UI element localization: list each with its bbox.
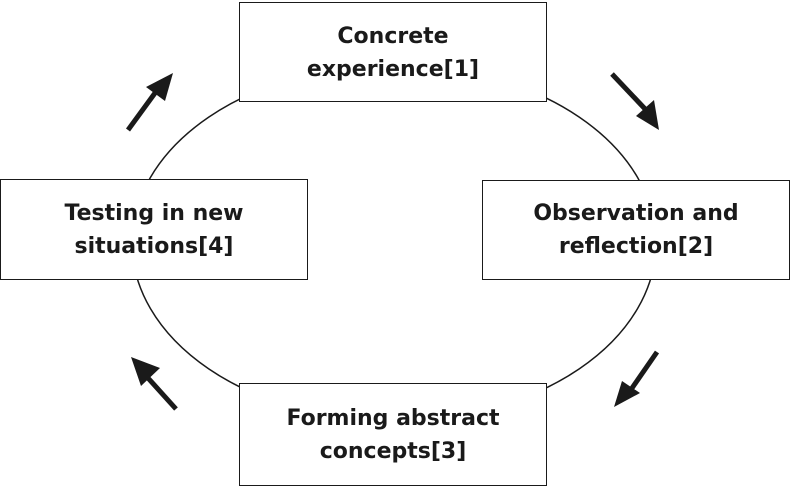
- stage-box-testing-new-situations: Testing in new situations[4]: [0, 179, 308, 280]
- arrow-top-left: [125, 73, 173, 132]
- stage-label-line1: Concrete: [337, 24, 449, 49]
- arrow-bottom-left: [131, 357, 178, 411]
- stage-label-line1: Observation and: [533, 201, 739, 226]
- stage-box-concrete-experience: Concrete experience[1]: [239, 2, 547, 102]
- stage-box-forming-abstract-concepts: Forming abstract concepts[3]: [239, 383, 547, 486]
- stage-label-line2: experience[1]: [306, 57, 480, 82]
- stage-label-line2: reflection[2]: [558, 234, 714, 259]
- arrow-top-right: [610, 72, 659, 130]
- stage-box-observation-reflection: Observation and reflection[2]: [482, 180, 790, 280]
- stage-label-line2: concepts[3]: [319, 438, 467, 464]
- stage-label-line2: situations[4]: [74, 233, 234, 259]
- arrow-bottom-right: [614, 350, 660, 407]
- stage-label-line1: Testing in new: [64, 200, 244, 226]
- stage-label-line1: Forming abstract: [286, 405, 500, 431]
